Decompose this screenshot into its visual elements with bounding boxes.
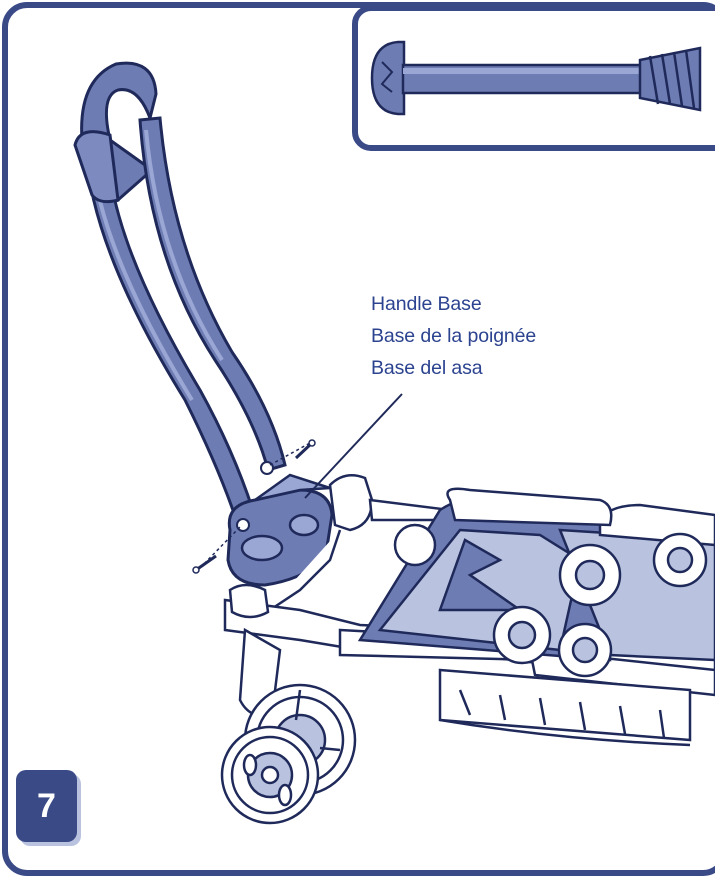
step-number-badge: 7 [16, 770, 77, 842]
callout-label-fr: Base de la poignée [371, 325, 537, 347]
handle-illustration [73, 61, 287, 527]
callout-label-es: Base del asa [371, 357, 483, 379]
callout-leader-line [304, 393, 403, 499]
front-wheels [220, 683, 357, 825]
callout-label-en: Handle Base [371, 293, 482, 315]
screw-icon [370, 40, 702, 116]
rear-wheels [393, 523, 708, 678]
handle-base-callout: Handle Base Base de la poignée Base del … [371, 288, 536, 384]
screw-inset [352, 5, 715, 151]
